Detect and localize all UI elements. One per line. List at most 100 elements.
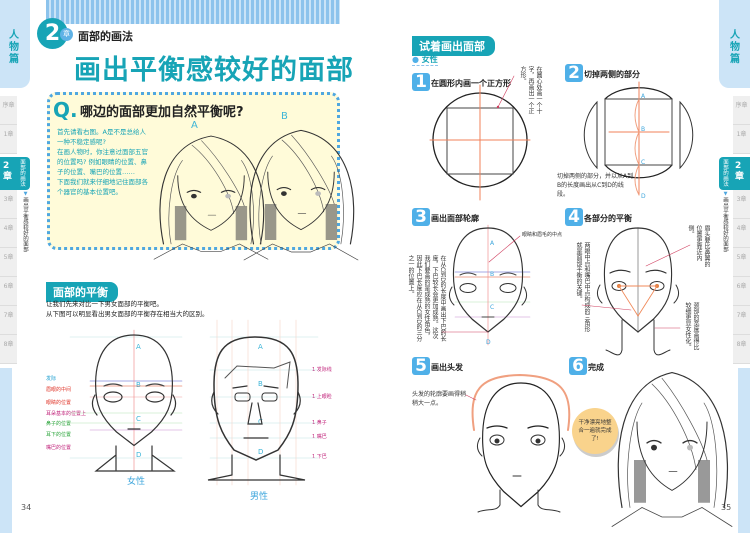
active-subtitle: ▼ 画出平衡感较好的面部 [22,191,28,252]
arrow-down-icon: ▼ [23,191,28,197]
category-label: 人物篇 [9,30,19,65]
annotation: 嘴巴的位置 [46,445,72,451]
svg-text:B: B [490,271,494,278]
annotation: 耳朵基本的位置上 [46,410,87,417]
svg-text:D: D [486,339,491,346]
tab-chapter-2-active[interactable]: 2章 面部的画法 [0,157,30,190]
tab-chapter-7[interactable]: 7章 [733,306,750,335]
step3-diagram: A B C D [441,224,531,346]
annotation: 发际 [46,376,57,382]
speech-bubble: 干净漂亮地整合一遍就完成了! [572,408,618,454]
arrow-down-icon: ▼ [723,191,728,197]
step-label: 画出面部轮廓 [431,214,479,223]
tab-chapter-4[interactable]: 4章 [0,219,17,248]
step-label: 各部分的平衡 [584,214,632,223]
step-number: 2 [565,64,583,82]
tab-chapter-8[interactable]: 8章 [0,335,17,364]
header-stripes [46,0,340,24]
active-subtitle: ▼ 画出平衡感较好的面部 [722,191,728,252]
male-annotation: 1 鼻子 [312,420,327,426]
tab-chapter-7[interactable]: 7章 [0,306,17,335]
step-note: 头发的轮廓要画得稍稍大一点。 [412,391,467,407]
svg-text:A: A [641,93,646,100]
male-annotation: 1 下巴 [312,454,327,460]
tab-chapter-8[interactable]: 8章 [733,335,750,364]
step1-diagram [429,75,531,201]
question-mark: Q. [53,98,78,122]
step2-diagram: A B C D [583,81,694,200]
point-d: D [258,448,264,456]
tab-chapter-4[interactable]: 4章 [733,219,750,248]
male-annotation: 1 上眼睑 [312,394,332,400]
sidebar-strip [738,368,750,533]
step-note-2: 在从C到D的长度中画出下巴的长度，下巴较长会更加成熟。这次我们要画的是成熟的女性… [407,255,446,342]
left-sidebar: 人物篇 序章 1章 2章 面部的画法 ▼ 画出平衡感较好的面部 3章 4章 5章… [0,0,31,533]
section-line-1: 让我们先来对比一下男女面部的平衡吧。 [46,300,163,308]
male-annotation: 1 发际线 [312,367,332,373]
svg-text:D: D [641,193,646,200]
tab-prologue[interactable]: 序章 [733,96,750,125]
step-number: 5 [412,357,430,375]
tab-chapter-3[interactable]: 3章 [733,190,750,219]
tab-chapter-6[interactable]: 6章 [0,277,17,306]
page-number-left: 34 [21,503,32,512]
point-d: D [136,451,142,459]
right-sidebar: 人物篇 序章 1章 面部的画法 2章 ▼ 画出平衡感较好的面部 3章 4章 5章… [719,0,750,533]
point-b: B [258,380,263,388]
step-label: 画出头发 [431,363,463,372]
female-annotations: 发际 眉眼的中间 眼睛的位置 耳朵基本的位置上 鼻子的位置 耳下的位置 嘴巴的位… [46,374,86,454]
section-line-2: 从下图可以明显看出男女面部的平衡存在相当大的区别。 [46,310,209,318]
step4-diagram [581,227,691,356]
tab-chapter-1[interactable]: 1章 [0,125,17,154]
annotation: 眼睛的位置 [46,400,72,406]
bullet-icon: ● [412,55,422,64]
chapter-title: 面部的画法 [78,30,133,43]
tab-chapter-1[interactable]: 1章 [733,125,750,154]
step6-finished-girl [611,371,733,528]
svg-text:C: C [490,304,494,311]
female-face-diagram [69,329,183,472]
tab-prologue[interactable]: 序章 [0,96,17,125]
step-note: 切掉两侧的部分，并以从A到B的长度画出从C到D的线段。 [557,173,634,198]
question-text: 哪边的面部更加自然平衡呢? [80,105,244,120]
step-number: 3 [412,208,430,226]
tab-chapter-5[interactable]: 5章 [733,248,750,277]
step-number: 6 [569,357,587,375]
step-note: 两眼中点和嘴巴中点构成的三角形就是面部平衡的关键。 [575,242,590,332]
step5-diagram [465,373,571,513]
sidebar-strip [0,368,12,533]
tab-chapter-2-active[interactable]: 面部的画法 2章 [719,157,750,190]
point-b: B [136,381,141,389]
step-label: 切掉两侧的部分 [584,70,640,79]
category-tab[interactable]: 人物篇 [0,0,30,88]
annotation: 眉眼的中间 [46,386,72,393]
svg-text:C: C [641,159,645,166]
step-note-2: 眉头要比鼻翼的位置更靠近内侧。 [687,225,710,267]
female-caption: 女性 [127,477,146,487]
point-c: C [136,415,141,423]
svg-text:B: B [641,126,645,133]
step-number: 4 [565,208,583,226]
step-note: 眼睛和眉毛的中点 [522,232,563,238]
subsection-female: ● 女性 [412,55,438,66]
male-annotation: 1 嘴巴 [312,434,327,440]
step-note-3: 颈部的宽度画得比较细更显女性化。 [684,302,699,350]
svg-text:A: A [490,240,495,247]
point-a: A [136,343,141,351]
step-note: 在圆心处画一个十字，再画出一个正方形。 [519,66,542,114]
page-number-right: 35 [721,503,732,512]
tab-chapter-3[interactable]: 3章 [0,190,17,219]
page-title: 画出平衡感较好的面部 [74,55,354,86]
step-number: 1 [412,73,430,91]
male-face-diagram [207,319,319,486]
tab-chapter-5[interactable]: 5章 [0,248,17,277]
girl-illustration-a [153,135,269,260]
male-caption: 男性 [250,492,269,502]
point-c: C [258,418,263,426]
annotation: 鼻子的位置 [46,421,72,427]
label-b: B [281,111,288,122]
tab-chapter-6[interactable]: 6章 [733,277,750,306]
category-tab[interactable]: 人物篇 [719,0,750,88]
chapter-badge: 章 [60,28,73,41]
